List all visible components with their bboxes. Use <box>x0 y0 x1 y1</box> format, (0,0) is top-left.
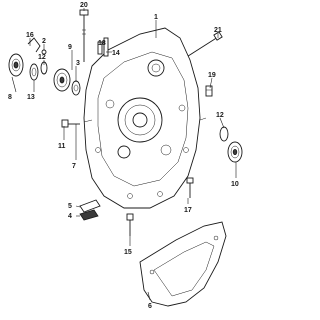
callout-19: 19 <box>208 72 216 79</box>
transmission-case <box>83 27 207 209</box>
callout-14: 14 <box>112 50 120 57</box>
callout-8: 8 <box>8 94 12 101</box>
callout-4: 4 <box>68 213 72 220</box>
cover-plate <box>139 221 227 307</box>
callout-15: 15 <box>124 249 132 256</box>
bearing-left <box>53 68 71 92</box>
leader-lines <box>11 8 237 301</box>
callout-20: 20 <box>80 2 88 9</box>
long-bolt-right <box>184 31 223 59</box>
long-bolt-top <box>79 9 89 62</box>
callout-2: 2 <box>42 38 46 45</box>
callout-21: 21 <box>214 27 222 34</box>
exploded-parts-diagram: 20 1 21 16 2 18 14 9 12 3 7 8 13 19 12 1… <box>8 2 243 310</box>
spring-clip <box>27 37 47 55</box>
plate-4 <box>79 209 99 221</box>
callout-10: 10 <box>231 181 239 188</box>
callout-16: 16 <box>26 32 34 39</box>
callout-12: 12 <box>38 54 46 61</box>
callout-7: 7 <box>72 163 76 170</box>
callout-5: 5 <box>68 203 72 210</box>
small-seal <box>29 63 39 81</box>
bolt-15 <box>126 213 134 236</box>
callout-9: 9 <box>68 44 72 51</box>
callout-12b: 12 <box>216 112 224 119</box>
right-seal <box>219 126 229 142</box>
callout-11: 11 <box>58 143 66 150</box>
drain-plug <box>205 85 213 97</box>
callout-1: 1 <box>154 14 158 21</box>
right-bearing <box>227 141 243 163</box>
callout-3: 3 <box>76 60 80 67</box>
plate-5 <box>79 199 101 213</box>
callout-13: 13 <box>27 94 35 101</box>
bolt-17 <box>186 177 194 198</box>
bolt-11 <box>61 119 80 128</box>
callout-18: 18 <box>98 40 106 47</box>
washer <box>71 80 81 96</box>
callout-6: 6 <box>148 303 152 310</box>
seal-left <box>8 53 24 77</box>
callout-17: 17 <box>184 207 192 214</box>
